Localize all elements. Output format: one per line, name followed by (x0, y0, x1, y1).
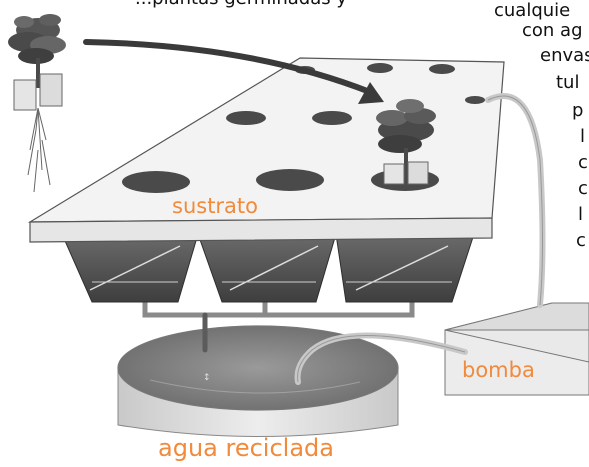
seedling-icon (8, 14, 66, 193)
pump-label: bomba (462, 358, 535, 382)
substrate-board (27, 57, 505, 243)
pump-tubes-outline (297, 95, 543, 383)
side-text-line: p (572, 100, 584, 121)
svg-text:↕: ↕ (203, 373, 211, 383)
side-text-line: l (578, 204, 584, 225)
water-label: agua reciclada (158, 434, 334, 462)
side-text-line: tul (556, 72, 580, 93)
side-text-line: cualquie (494, 0, 571, 21)
top-text: ...plantas germinadas y (135, 0, 347, 10)
water-reservoir: ↕ (117, 325, 399, 437)
substrate-label: sustrato (172, 194, 259, 218)
pump-box (444, 302, 589, 396)
curved-arrow-icon (83, 39, 384, 104)
side-text-line: l (580, 126, 586, 147)
side-text-line: c (578, 152, 588, 173)
side-text-line: envas (540, 45, 589, 66)
side-text-line: c (576, 230, 586, 251)
side-text-line: c (578, 178, 588, 199)
potted-plant-icon (376, 99, 436, 185)
trough-row (61, 233, 475, 303)
side-text-line: con ag (522, 20, 583, 41)
